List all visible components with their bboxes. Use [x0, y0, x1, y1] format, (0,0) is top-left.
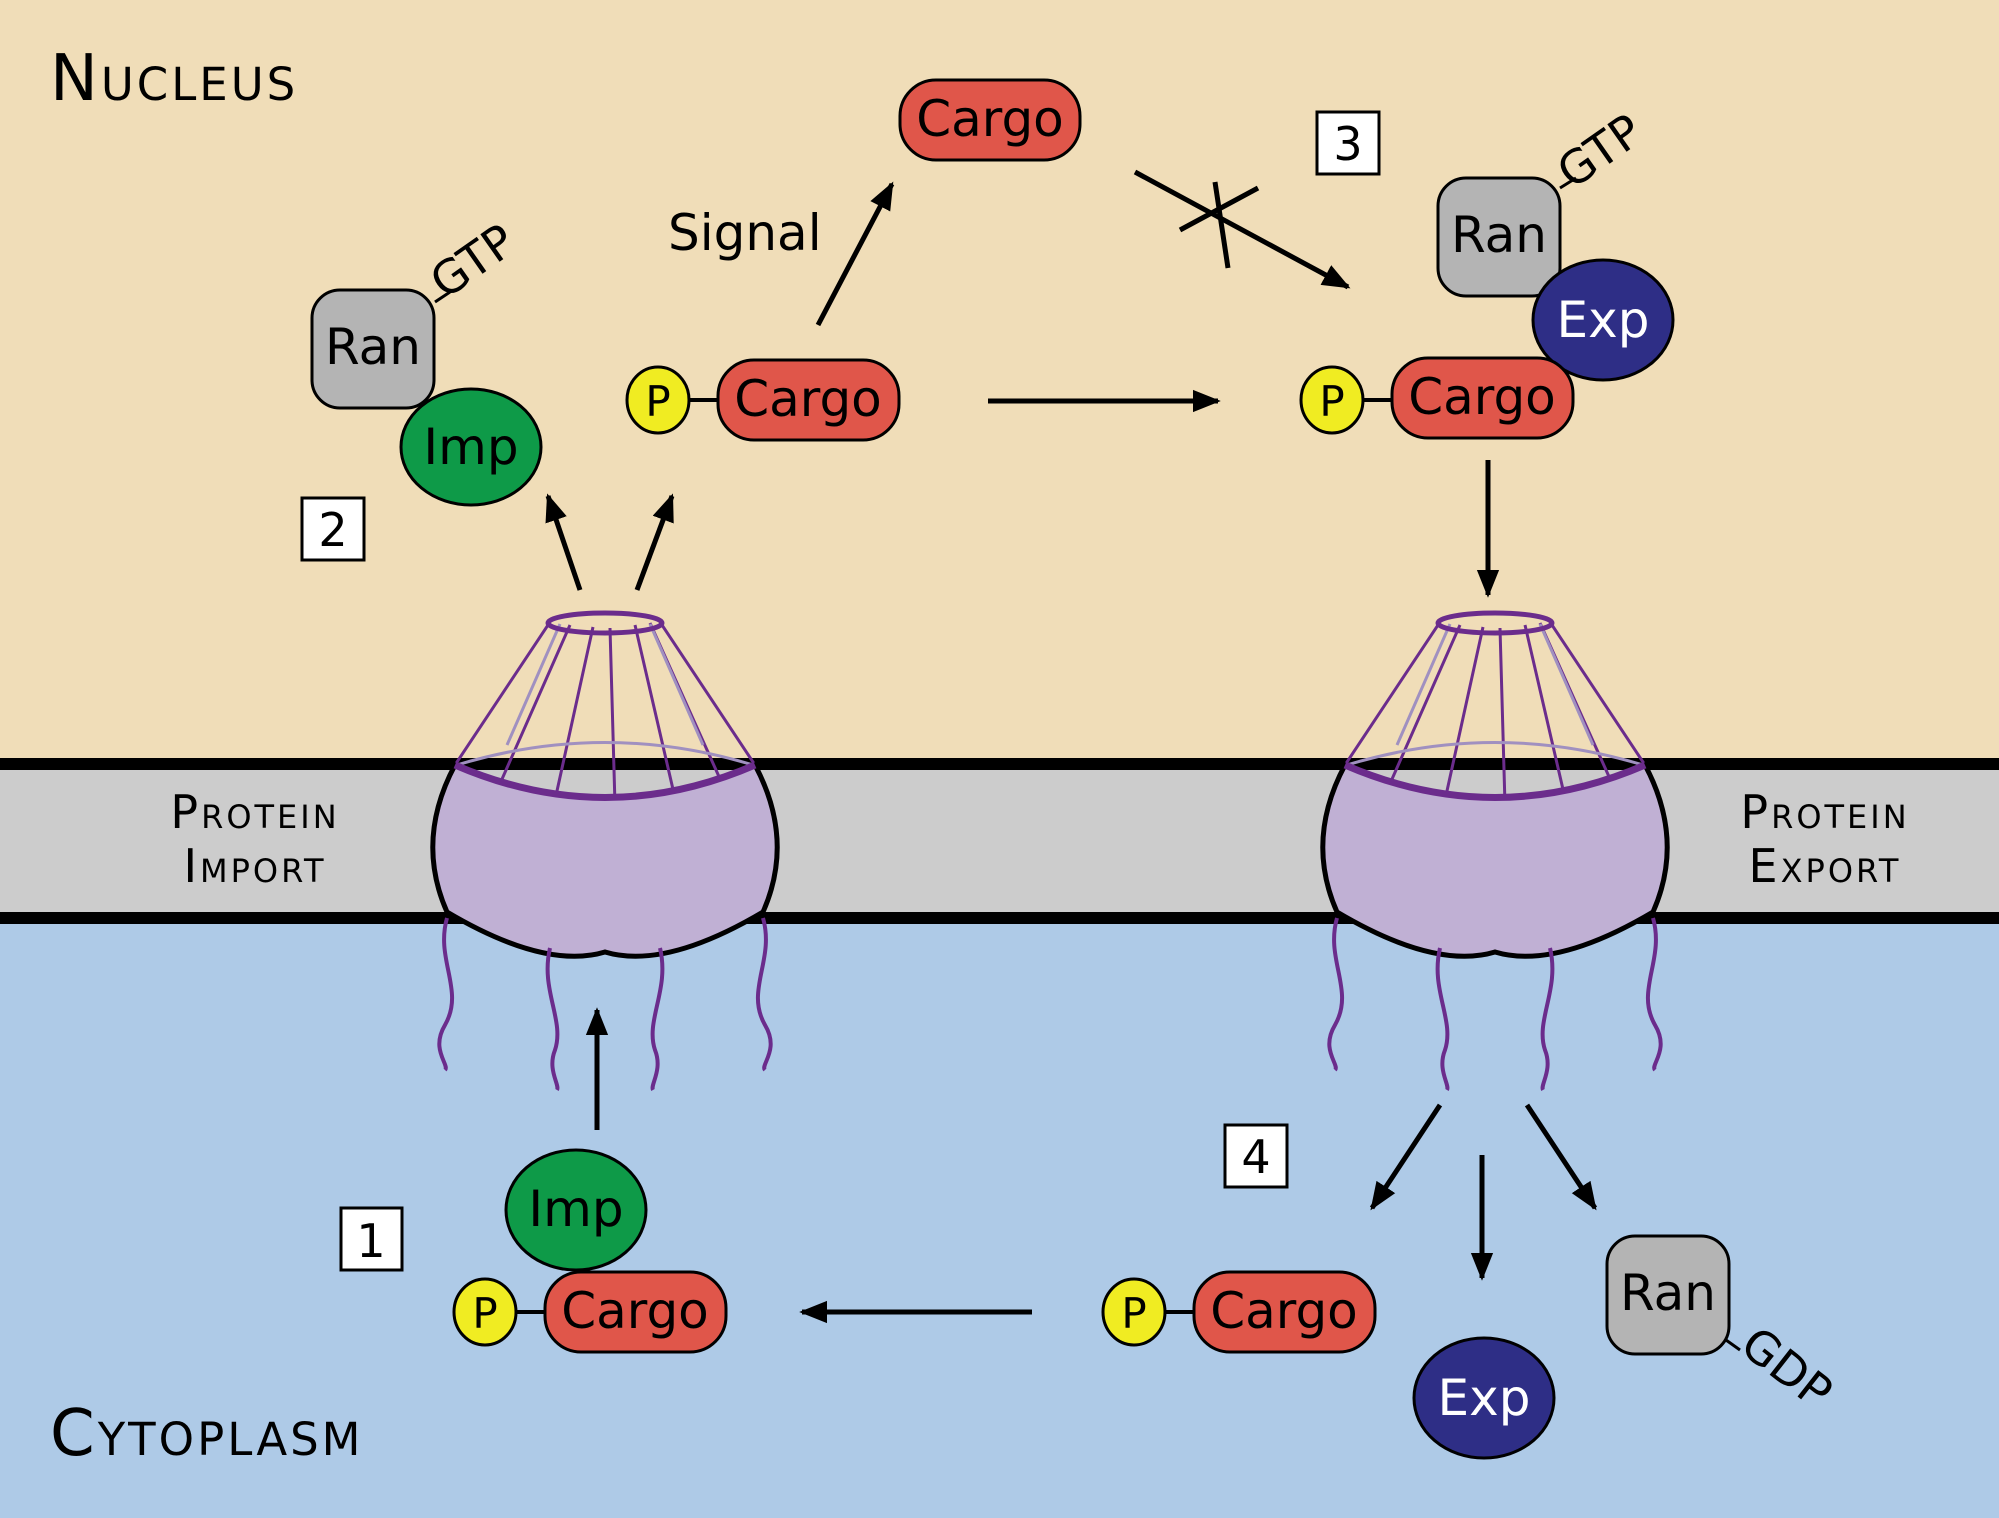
exp-cytoplasm: Exp — [1412, 1336, 1556, 1460]
nucleus-label: Nucleus — [50, 42, 298, 116]
svg-text:Ran: Ran — [1451, 206, 1547, 264]
svg-text:Cargo: Cargo — [916, 90, 1064, 148]
imp-protein — [504, 1148, 648, 1272]
pore-filaments — [437, 917, 773, 1092]
protein-import-label-line2: Import — [183, 839, 326, 893]
step-1: 1 — [339, 1206, 404, 1272]
nuclear-pore-export — [1320, 610, 1670, 1092]
arrow-release-ran-imp — [545, 493, 583, 591]
import-complex: Imp P Cargo — [452, 1148, 728, 1354]
cytoplasm-label: Cytoplasm — [50, 1397, 364, 1471]
svg-text:P: P — [645, 377, 670, 426]
imp-protein — [399, 387, 543, 507]
ran-protein — [310, 288, 436, 410]
block-mark — [1212, 181, 1231, 269]
nuclear-pore-import — [430, 610, 780, 1092]
svg-text:Imp: Imp — [423, 418, 518, 476]
pore-basket — [1343, 610, 1647, 806]
phospho-cargo-nucleus: P Cargo — [625, 358, 901, 442]
svg-text:Ran: Ran — [1620, 1264, 1716, 1322]
arrow-release-ran-cyto — [1524, 1103, 1598, 1211]
envelope-outer-line — [0, 758, 1999, 770]
svg-text:P: P — [1319, 377, 1344, 426]
step-2: 2 — [300, 496, 366, 562]
svg-text:2: 2 — [318, 503, 347, 557]
svg-text:Cargo: Cargo — [734, 370, 882, 428]
phospho-cargo-cytoplasm: P Cargo — [1101, 1270, 1377, 1354]
step-3: 3 — [1315, 110, 1381, 176]
ran-protein — [1436, 176, 1562, 298]
envelope-inner-line — [0, 912, 1999, 924]
step-4: 4 — [1223, 1123, 1289, 1189]
svg-text:Ran: Ran — [325, 318, 421, 376]
arrow-blocked-export — [1133, 169, 1351, 290]
svg-text:Exp: Exp — [1557, 291, 1650, 349]
arrow-release-cargo — [634, 493, 675, 591]
arrow-release-cargo-cyto — [1369, 1103, 1443, 1211]
cytoplasm-region — [0, 915, 1999, 1518]
arrows — [545, 169, 1598, 1324]
protein-export-label-line1: Protein — [1740, 785, 1909, 839]
pore-basket — [453, 610, 757, 806]
svg-text:P: P — [472, 1289, 497, 1338]
svg-text:4: 4 — [1241, 1130, 1270, 1184]
protein-import-label-line1: Protein — [170, 785, 339, 839]
free-cargo-nucleus: Cargo — [898, 78, 1082, 162]
svg-text:Exp: Exp — [1438, 1369, 1531, 1427]
svg-text:P: P — [1121, 1289, 1146, 1338]
arrow-signal — [815, 181, 895, 327]
svg-text:1: 1 — [356, 1214, 385, 1268]
svg-text:3: 3 — [1333, 117, 1362, 171]
svg-text:Cargo: Cargo — [1408, 368, 1556, 426]
signal-label: Signal — [668, 204, 822, 262]
pore-filaments — [1327, 917, 1663, 1092]
svg-text:Cargo: Cargo — [1210, 1282, 1358, 1340]
exp-protein — [1531, 258, 1675, 382]
svg-text:Imp: Imp — [528, 1180, 623, 1238]
svg-text:Cargo: Cargo — [561, 1282, 709, 1340]
protein-export-label-line2: Export — [1749, 839, 1902, 893]
